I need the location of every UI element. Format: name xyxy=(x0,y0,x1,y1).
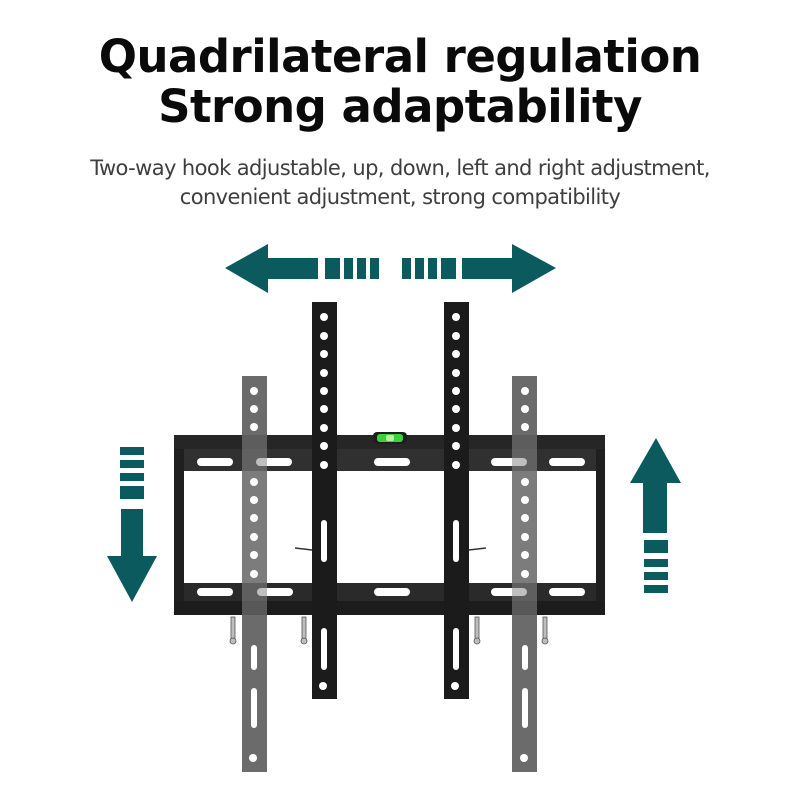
safety-latch xyxy=(294,547,487,551)
bolts xyxy=(229,616,549,645)
bubble-level-icon xyxy=(373,432,407,444)
arrow-left-icon xyxy=(225,244,379,293)
headline-line-2: Strong adaptability xyxy=(158,80,642,133)
arrow-down-icon xyxy=(107,447,157,602)
description-line-2: convenient adjustment, strong compatibil… xyxy=(179,185,621,209)
headline-line-1: Quadrilateral regulation xyxy=(98,30,702,83)
bracket-front-right xyxy=(444,302,469,699)
bracket-front-left xyxy=(312,302,337,699)
bracket-back-holes xyxy=(249,387,529,762)
description-line-1: Two-way hook adjustable, up, down, left … xyxy=(90,156,710,180)
arrow-right-icon xyxy=(402,244,556,293)
wall-plate-frame xyxy=(174,435,605,615)
arrow-up-icon xyxy=(630,438,681,593)
